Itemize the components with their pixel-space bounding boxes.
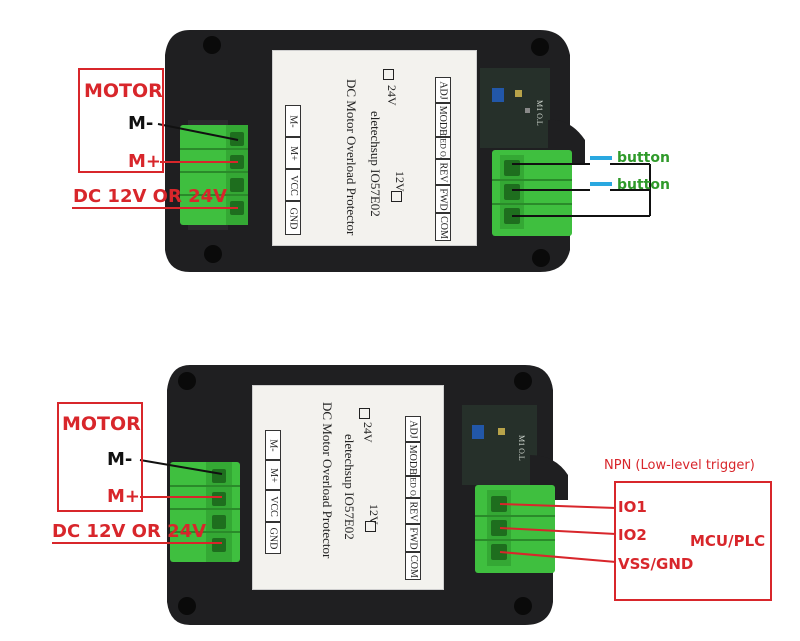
top-pin-fwd: FWD xyxy=(435,185,451,213)
bottom-pin-fwd: FWD xyxy=(405,524,421,552)
bottom-24v-label: 24V xyxy=(361,422,375,443)
top-12v-label: 12V xyxy=(393,171,407,192)
bottom-pin-rev: REV xyxy=(405,498,421,524)
top-label-panel: GND VCC M+ M- DC Motor Overload Protecto… xyxy=(272,50,477,246)
io1-label: IO1 xyxy=(618,498,647,516)
vss-gnd-label: VSS/GND xyxy=(618,555,694,573)
bottom-m-plus-label: M+ xyxy=(107,486,140,507)
top-pin-adj: ADJ xyxy=(435,77,451,103)
mcu-plc-label: MCU/PLC xyxy=(690,532,766,550)
top-pin-com: COM xyxy=(435,213,451,241)
bottom-24v-checkbox xyxy=(359,408,370,419)
io2-label: IO2 xyxy=(618,526,647,544)
bottom-12v-checkbox xyxy=(365,521,376,532)
top-right-terminal-block xyxy=(492,150,572,236)
top-button-2-label: button xyxy=(617,177,670,193)
top-pcb-marks: M1 O.L xyxy=(535,100,544,126)
top-power-label: DC 12V OR 24V xyxy=(73,186,228,207)
top-motor-box xyxy=(78,68,164,173)
bottom-power-label: DC 12V OR 24V xyxy=(52,521,207,542)
bottom-pin-gnd: GND xyxy=(265,522,281,554)
top-left-terminal-block xyxy=(180,125,248,225)
top-24v-checkbox xyxy=(383,69,394,80)
bottom-pin-com: COM xyxy=(405,552,421,580)
bottom-pin-mode: MODE xyxy=(405,442,421,476)
top-m-plus-label: M+ xyxy=(128,151,161,172)
mcu-plc-box xyxy=(614,481,772,601)
top-title-line: DC Motor Overload Protector xyxy=(344,79,359,236)
bottom-pin-adj: ADJ xyxy=(405,416,421,442)
top-wires xyxy=(72,123,651,217)
top-pin-rev: REV xyxy=(435,159,451,185)
bottom-pcb-marks: M1 O.L xyxy=(517,435,526,461)
top-motor-label: MOTOR xyxy=(84,80,163,102)
bottom-pin-mplus: M+ xyxy=(265,460,281,490)
bottom-12v-label: 12V xyxy=(367,504,381,525)
bottom-motor-label: MOTOR xyxy=(62,413,141,435)
bottom-model-line: eletechsup IO57E02 xyxy=(342,434,357,540)
top-pin-mminus: M- xyxy=(285,105,301,137)
bottom-title-line: DC Motor Overload Protector xyxy=(320,402,335,559)
bottom-pin-led: LED O.L xyxy=(405,472,421,502)
top-24v-label: 24V xyxy=(385,85,399,106)
top-m-minus-label: M- xyxy=(128,113,154,134)
top-model-line: eletechsup IO57E02 xyxy=(368,111,383,217)
bottom-pin-vcc: VCC xyxy=(265,490,281,522)
top-pin-mode: MODE xyxy=(435,103,451,137)
top-pin-gnd: GND xyxy=(285,201,301,235)
top-pin-vcc: VCC xyxy=(285,169,301,201)
top-button-1-label: button xyxy=(617,150,670,166)
bottom-motor-box xyxy=(57,402,143,512)
bottom-label-panel: GND VCC M+ M- DC Motor Overload Protecto… xyxy=(252,385,444,590)
bottom-m-minus-label: M- xyxy=(107,449,133,470)
bottom-left-terminal-block xyxy=(170,462,240,562)
top-pin-led: LED O.L xyxy=(435,133,451,163)
bottom-pin-mminus: M- xyxy=(265,430,281,460)
top-pin-mplus: M+ xyxy=(285,137,301,169)
bottom-wires xyxy=(52,459,617,563)
top-12v-checkbox xyxy=(391,191,402,202)
npn-label: NPN (Low-level trigger) xyxy=(604,458,755,473)
